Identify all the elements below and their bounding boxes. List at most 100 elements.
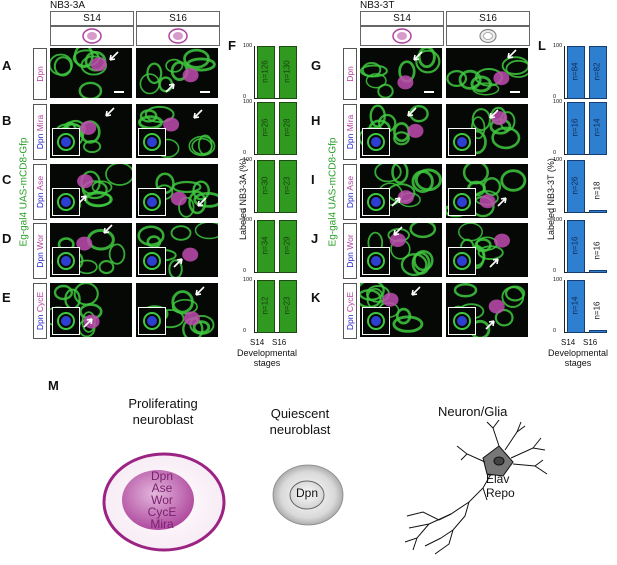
bar xyxy=(589,329,607,333)
n-count-label: n=14 xyxy=(570,296,580,315)
proliferating-neuroblast-diagram xyxy=(100,450,230,554)
marker-label-dpn: Dpn xyxy=(343,48,357,100)
y-tick-label: 0 xyxy=(553,150,557,156)
micrograph-panel xyxy=(360,283,442,337)
inset-panel xyxy=(52,188,80,216)
n-count-label: n=12 xyxy=(260,296,270,315)
bar xyxy=(257,280,275,333)
arrow-icon xyxy=(407,107,417,117)
panel-letter-m: M xyxy=(48,378,59,393)
marker-label-dpn-ase: Dpn Ase xyxy=(33,164,47,220)
bar xyxy=(257,102,275,155)
micrograph-panel xyxy=(360,48,442,98)
scale-bar xyxy=(114,91,124,93)
y-tick-label: 0 xyxy=(243,150,247,156)
panel-letter-f: F xyxy=(228,38,236,53)
quiescent-marker: Dpn xyxy=(296,486,319,500)
y-tick-label: 0 xyxy=(553,328,557,334)
neuron-diagram xyxy=(395,419,610,560)
scale-bar xyxy=(510,91,520,93)
bar xyxy=(567,280,585,333)
inset-panel xyxy=(448,307,476,335)
n-count-label: n=26 xyxy=(260,118,270,137)
micrograph-panel xyxy=(446,223,528,277)
n-count-label: n=30 xyxy=(260,176,270,195)
arrow-icon xyxy=(109,51,119,61)
micrograph-panel xyxy=(136,283,218,337)
marker-label-dpn-ase: Dpn Ase xyxy=(343,164,357,220)
marker-label-dpn: Dpn xyxy=(33,48,47,100)
inset-panel xyxy=(138,188,166,216)
panel-letter-j: J xyxy=(311,231,319,246)
marker-label-dpn-wor: Dpn Wor xyxy=(343,223,357,279)
arrow-icon xyxy=(391,197,401,207)
arrow-icon xyxy=(173,258,183,268)
inset-panel xyxy=(362,247,390,275)
micrograph-panel xyxy=(50,164,132,218)
arrow-icon xyxy=(507,49,517,59)
scale-bar xyxy=(424,91,434,93)
n-count-label: n=16 xyxy=(592,241,602,260)
genotype-label-left: Eg-gal4 UAS-mCD8-Gfp xyxy=(18,137,30,247)
n-count-label: n=16 xyxy=(570,118,580,137)
micrograph-panel xyxy=(360,223,442,277)
micrograph-panel xyxy=(136,164,218,218)
bar xyxy=(279,102,297,155)
stage-header-s14-right: S14 xyxy=(360,11,444,26)
inset-panel xyxy=(52,307,80,335)
micrograph-panel xyxy=(50,48,132,98)
n-count-label: n=126 xyxy=(260,60,270,83)
n-count-label: n=23 xyxy=(282,296,292,315)
n-count-label: n=16 xyxy=(570,236,580,255)
arrow-icon xyxy=(193,109,203,119)
y-tick-label: 0 xyxy=(243,328,247,334)
n-count-label: n=18 xyxy=(592,181,602,200)
bar xyxy=(589,209,607,213)
bar xyxy=(589,46,607,99)
arrow-icon xyxy=(83,318,93,328)
marker-label-dpn-mira: Dpn Mira xyxy=(33,104,47,160)
panel-letter-h: H xyxy=(311,113,321,128)
n-count-label: n=130 xyxy=(282,60,292,83)
y-tick-label: 100 xyxy=(553,43,563,49)
quiescent-neuroblast-diagram xyxy=(270,462,346,528)
micrograph-panel xyxy=(446,48,528,98)
stage-header-s16-left: S16 xyxy=(136,11,220,26)
scale-bar xyxy=(200,91,210,93)
inset-panel xyxy=(362,307,390,335)
y-tick-label: 100 xyxy=(553,217,563,223)
left-figure-title: NB3-3A xyxy=(50,0,86,11)
arrow-icon xyxy=(197,197,207,207)
n-count-label: n=29 xyxy=(282,236,292,255)
y-tick-label: 100 xyxy=(243,99,253,105)
stage-header-s14-left: S14 xyxy=(50,11,134,26)
y-tick-label: 100 xyxy=(243,217,253,223)
y-axis-label-nb3-3a: Labeled NB3-3A (%) xyxy=(238,157,248,240)
n-count-label: n=26 xyxy=(570,176,580,195)
micrograph-panel xyxy=(136,48,218,98)
y-tick-label: 0 xyxy=(243,268,247,274)
micrograph-panel xyxy=(136,104,218,158)
bar xyxy=(257,160,275,213)
marker-label-dpn-cyce: Dpn CycE xyxy=(33,283,47,339)
n-count-label: n=14 xyxy=(592,118,602,137)
marker-label-dpn-wor: Dpn Wor xyxy=(33,223,47,279)
neuron-title: Neuron/Glia xyxy=(438,404,508,419)
y-tick-label: 100 xyxy=(243,157,253,163)
marker-label-dpn-cyce: Dpn CycE xyxy=(343,283,357,339)
bar xyxy=(589,102,607,155)
micrograph-panel xyxy=(136,223,218,277)
n-count-label: n=82 xyxy=(592,62,602,81)
y-tick-label: 100 xyxy=(243,43,253,49)
micrograph-panel xyxy=(446,104,528,158)
n-count-label: n=16 xyxy=(592,301,602,320)
arrow-icon xyxy=(195,286,205,296)
micrograph-panel xyxy=(50,104,132,158)
y-tick-label: 0 xyxy=(243,94,247,100)
bar xyxy=(567,102,585,155)
bar xyxy=(279,46,297,99)
bar xyxy=(567,220,585,273)
